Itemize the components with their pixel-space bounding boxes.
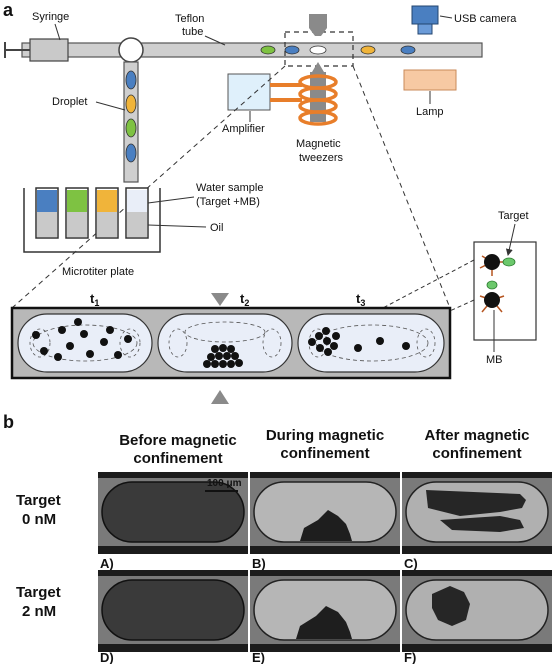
syringe-label: Syringe (32, 11, 69, 23)
target-mb-inset (473, 241, 537, 341)
row1-label-1: Target (16, 492, 61, 509)
col2-title-1: During magnetic (266, 427, 384, 444)
droplet-leader (95, 101, 126, 111)
droplet-t3 (297, 313, 445, 373)
water-label-1: Water sample (196, 182, 263, 194)
col3-title-2: confinement (432, 445, 521, 462)
tube-droplet-green (260, 45, 276, 55)
row2-label-2: 2 nM (22, 603, 56, 620)
inset-zoom-bottom (389, 299, 475, 339)
micrograph-F (402, 570, 552, 652)
water-label-2: (Target +MB) (196, 196, 260, 208)
col1-title-1: Before magnetic (119, 432, 237, 449)
t2-label: t2 (240, 291, 249, 308)
tube-droplet-blue (284, 45, 300, 55)
panel-a-letter: a (3, 0, 14, 20)
label-B: B) (252, 556, 266, 571)
usb-camera-icon (411, 5, 439, 35)
micrograph-B (250, 472, 400, 554)
zoom-line-right (352, 65, 451, 309)
usb-camera-leader (439, 15, 453, 19)
teflon-label-2: tube (182, 26, 203, 38)
syringe (29, 38, 69, 62)
tweezers-label-2: tweezers (299, 152, 344, 164)
lamp-box (403, 69, 457, 91)
teflon-label-1: Teflon (175, 13, 204, 25)
tube-droplet-white (309, 45, 327, 55)
micrograph-E (250, 570, 400, 652)
t1-label: t1 (90, 291, 99, 308)
objective-lens (309, 14, 327, 36)
lamp-label: Lamp (416, 106, 444, 118)
teflon-leader (204, 35, 226, 46)
col1-title-2: confinement (133, 450, 222, 467)
t3-label: t3 (356, 291, 365, 308)
mb-label: MB (486, 354, 503, 366)
col3-title-1: After magnetic (424, 427, 529, 444)
row1-label-2: 0 nM (22, 511, 56, 528)
droplet-label: Droplet (52, 96, 87, 108)
label-D: D) (100, 650, 114, 664)
droplet-t1 (17, 313, 153, 373)
droplet-blue (125, 70, 137, 90)
micrograph-D (98, 570, 248, 652)
zoom-line-left (11, 65, 286, 309)
amplifier-box (227, 73, 271, 111)
magnet-arrow-bottom (211, 390, 229, 404)
row2-label-1: Target (16, 584, 61, 601)
micrograph-C (402, 472, 552, 554)
col2-title-2: confinement (280, 445, 369, 462)
tube-droplet-yellow (360, 45, 376, 55)
target-leader (505, 223, 516, 256)
droplet-yellow (125, 94, 137, 114)
magnetic-tweezers-coil (270, 72, 338, 126)
microtiter-plate (23, 187, 161, 253)
t-junction (118, 37, 144, 63)
label-A: A) (100, 556, 114, 571)
panel-b-letter: b (3, 412, 14, 432)
usb-camera-label: USB camera (454, 13, 517, 25)
plate-label: Microtiter plate (62, 266, 134, 278)
water-leader (147, 196, 195, 204)
micrograph-A (98, 472, 248, 554)
tube-droplet-blue-2 (400, 45, 416, 55)
droplet-green (125, 118, 137, 138)
amplifier-label: Amplifier (222, 123, 265, 135)
scale-bar-label: 100 μm (207, 478, 242, 489)
syringe-leader (54, 23, 61, 41)
oil-label: Oil (210, 222, 223, 234)
oil-leader (147, 224, 207, 228)
label-F: F) (404, 650, 416, 664)
bead-complex-top (479, 254, 516, 276)
target-label: Target (498, 210, 529, 222)
droplet-t2 (157, 313, 293, 373)
label-E: E) (252, 650, 265, 664)
tweezer-tip-up (312, 62, 324, 72)
bead-complex-bottom (479, 280, 505, 313)
label-C: C) (404, 556, 418, 571)
droplet-blue-2 (125, 143, 137, 163)
tweezers-label-1: Magnetic (296, 138, 341, 150)
magnet-arrow-top (211, 293, 229, 306)
